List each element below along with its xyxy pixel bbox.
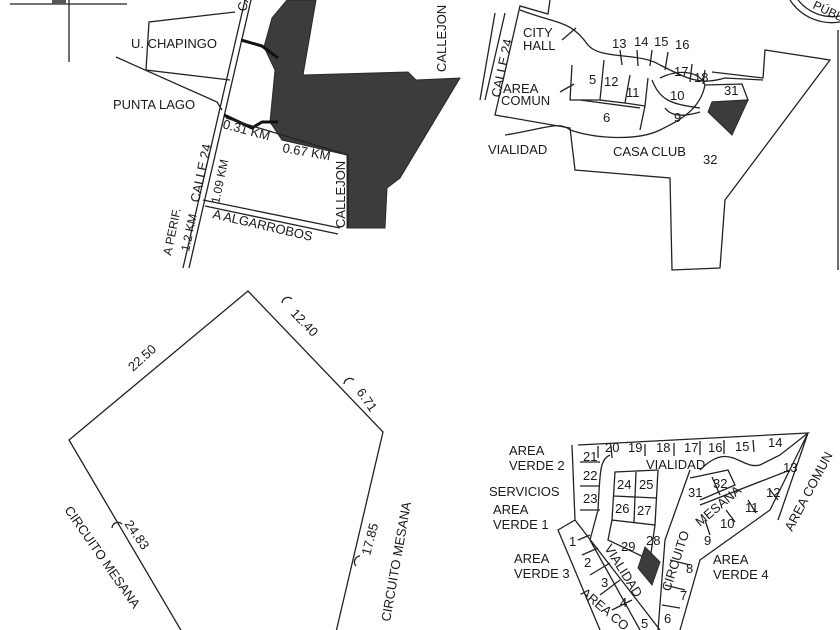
distance-label-1: 0.31 KM [221,116,272,143]
chapingo-boundary [145,11,236,81]
north-crosshair [10,0,127,62]
lot-19: 19 [628,440,642,455]
lot-11: 11 [745,500,759,515]
lot-18: 18 [694,70,708,85]
lot-22: 22 [583,468,597,483]
lot-32: 32 [703,152,717,167]
lot-17: 17 [684,440,698,455]
city-hall-label-2: HALL [523,38,556,53]
servicios-label: SERVICIOS [489,484,560,499]
calle-24-road [479,12,506,101]
lot-10: 10 [720,516,734,531]
lot-31: 31 [688,485,702,500]
dark-parcel-area [263,0,461,229]
casa-club-label: CASA CLUB [613,144,686,159]
cut-label: CA [234,0,252,13]
lot-26: 26 [615,501,629,516]
lot-15: 15 [654,34,668,49]
lot-23: 23 [583,491,597,506]
subdivision-roads [557,432,811,630]
lot-31: 31 [724,83,738,98]
lot-6: 6 [603,110,610,125]
lot-12: 12 [766,485,780,500]
dark-lot [637,546,661,587]
lot-14: 14 [768,435,782,450]
lot-25: 25 [639,477,653,492]
lot-lines [577,439,791,611]
vialidad-top-label: VIALIDAD [646,457,705,472]
area-verde-1-label: AREA [493,502,529,517]
lot-5: 5 [589,72,596,87]
lot-5: 5 [641,616,648,630]
street-right-label: CIRCUITO MESANA [378,500,414,622]
lot-20: 20 [605,440,619,455]
callejon-bottom-label: CALLEJON [333,161,348,228]
lot-13: 13 [612,36,626,51]
lot-4: 4 [620,595,627,610]
calle-24-road [182,0,252,269]
lot-18: 18 [656,440,670,455]
side-c-label: 6.71 [354,385,381,414]
lot-29: 29 [621,539,635,554]
lot-15: 15 [735,439,749,454]
area-verde-1-label-2: VERDE 1 [493,517,549,532]
area-verde-2-label: AREA [509,443,545,458]
area-verde-4-label-2: VERDE 4 [713,567,769,582]
lot-1: 1 [569,534,576,549]
lot-11: 11 [626,85,640,100]
area-verde-3-label: AREA [514,551,550,566]
lot-10: 10 [670,88,684,103]
lot-32: 32 [713,476,727,491]
lot-16: 16 [708,440,722,455]
area-verde-4-label: AREA [713,552,749,567]
city-hall-label: CITY [523,25,553,40]
callejon-top-label: CALLEJON [434,5,449,72]
lot-6: 6 [664,611,671,626]
side-b-label: 12.40 [288,306,321,340]
lot-16: 16 [675,37,689,52]
lot-3: 3 [601,575,608,590]
lot-7: 7 [680,588,687,603]
area-comun-label: AREA [503,81,539,96]
lot-outline [68,290,384,630]
lot-13: 13 [783,460,797,475]
lot-8: 8 [686,561,693,576]
arc-symbol-icon [111,521,123,529]
area-verde-2-label-2: VERDE 2 [509,458,565,473]
lot-lines [569,49,749,131]
rect-boundary [225,117,349,228]
arc-symbol-icon [281,296,293,304]
side-d-label: 17.85 [358,521,381,556]
punta-lago-label: PUNTA LAGO [113,97,195,112]
lot-14: 14 [634,34,648,49]
lot-polygon-plan: 22.50 12.40 6.71 17.85 CIRCUITO MESANA 2… [62,290,414,630]
chapingo-label: U. CHAPINGO [131,36,217,51]
lot-17: 17 [674,64,688,79]
lot-12: 12 [604,74,618,89]
side-e-label: 24.83 [122,517,153,552]
outer-boundary [494,0,832,271]
master-plan: PÚBL CALLE 24 CITY HALL AREA COMUN VIALI… [479,0,840,271]
lot-28: 28 [646,533,660,548]
area-verde-3-label-2: VERDE 3 [514,566,570,581]
lot-27: 27 [637,503,651,518]
city-hall-pointer [559,27,577,93]
subdivision-plan: AREA VERDE 2 SERVICIOS AREA VERDE 1 AREA… [489,432,836,630]
lot-21: 21 [583,449,597,464]
lot-9: 9 [704,533,711,548]
arc-symbol-icon [343,377,355,385]
lot-24: 24 [617,477,631,492]
algarrobos-road [202,199,341,235]
location-map: U. CHAPINGO PUNTA LAGO CA CALLEJON 0.31 … [10,0,461,269]
plaza-label: PÚBL [811,0,840,24]
calle-distance-label: 1.09 KM [208,158,231,205]
area-comun-label-2: COMUN [501,93,550,108]
lot-31-dark [707,99,749,136]
lot-9: 9 [674,110,681,125]
vialidad-label: VIALIDAD [488,142,547,157]
access-road-1 [240,38,279,60]
plaza-circle [789,0,840,24]
arc-symbol-icon [353,555,361,567]
lot-2: 2 [584,555,591,570]
